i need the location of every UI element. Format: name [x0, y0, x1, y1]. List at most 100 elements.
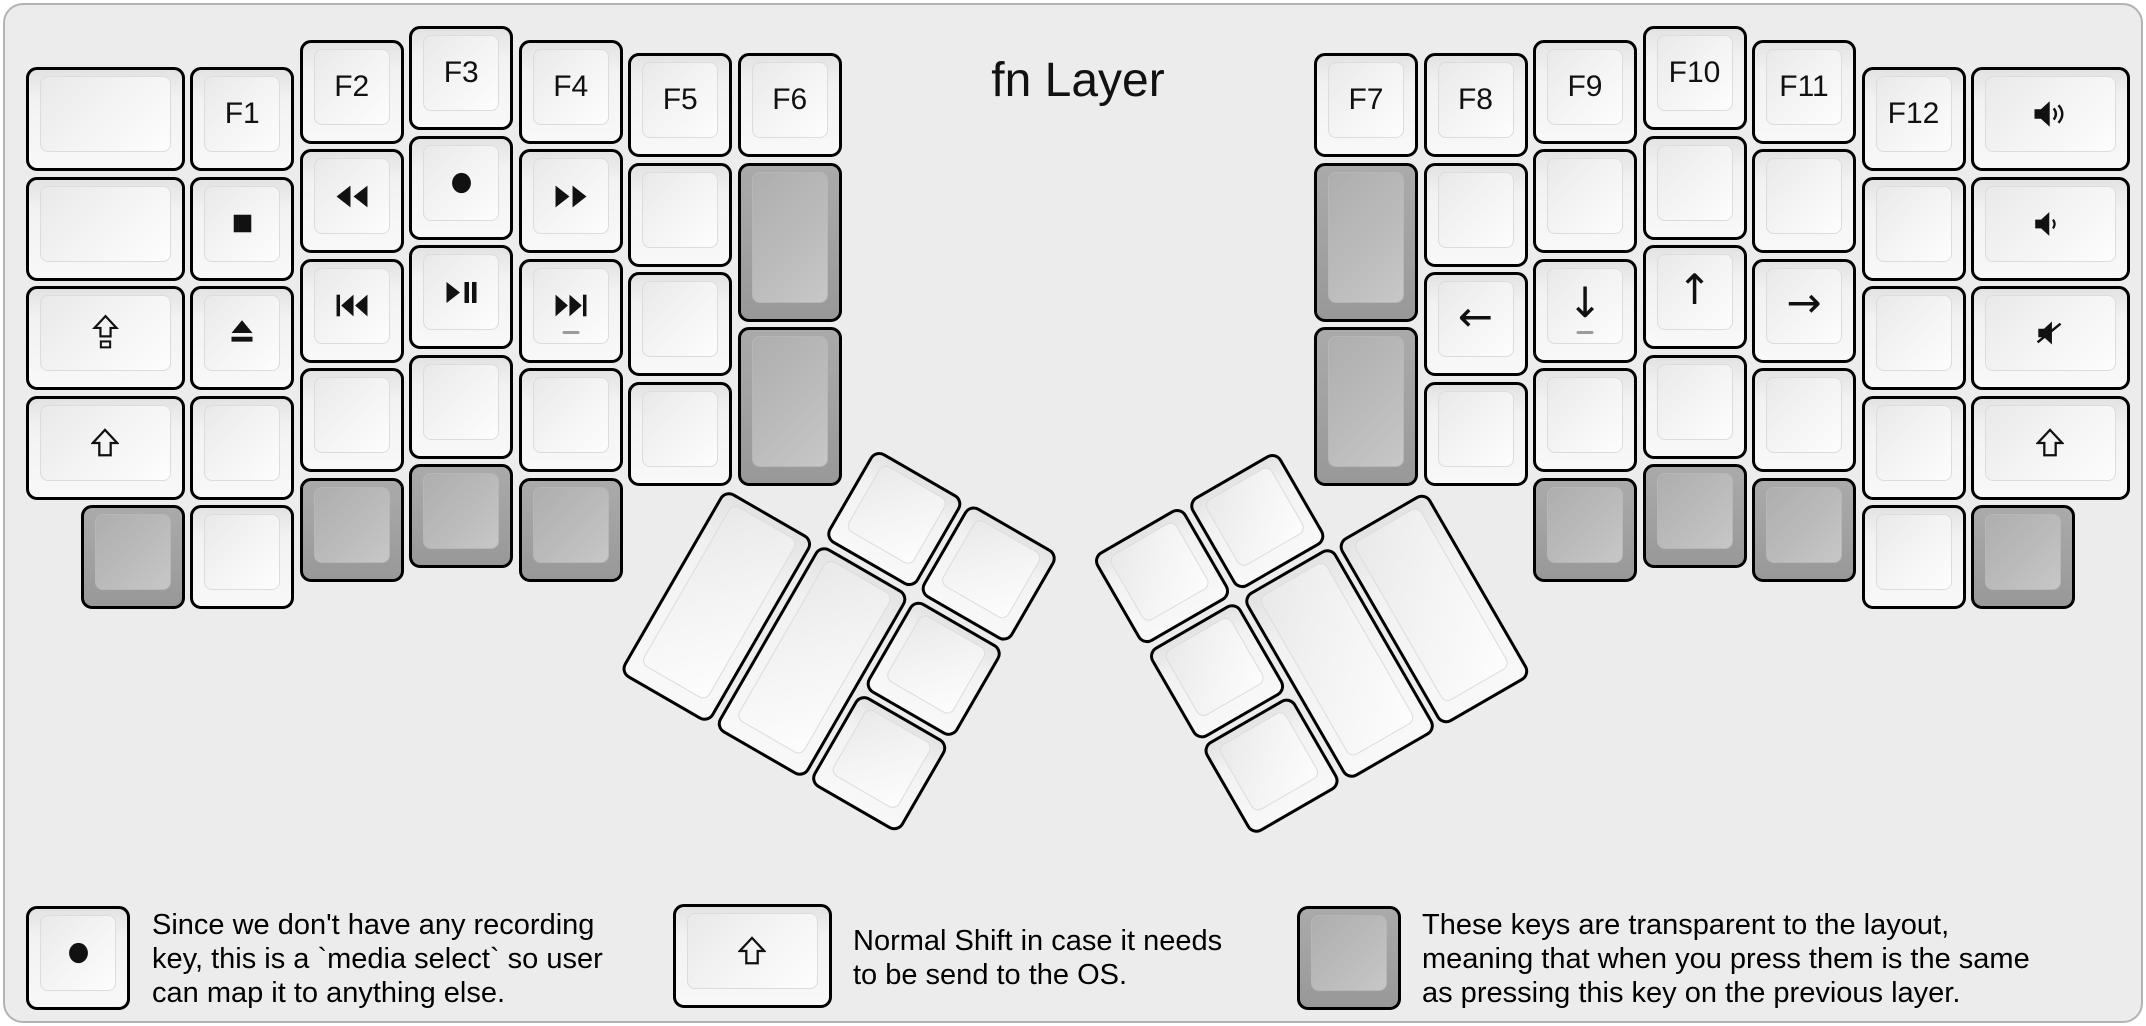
- key-media-record[interactable]: [409, 135, 514, 240]
- key-media-fast-forward[interactable]: [518, 149, 623, 254]
- key-blank[interactable]: [299, 368, 404, 473]
- record-icon: [68, 942, 88, 964]
- key-transparent[interactable]: [737, 162, 842, 322]
- key-blank[interactable]: [26, 67, 185, 172]
- legend-shift-text: Normal Shift in case it needs to be send…: [853, 925, 1223, 991]
- key-label: F4: [553, 69, 589, 103]
- key-blank[interactable]: [1752, 149, 1856, 254]
- record-icon: [451, 172, 471, 193]
- key-blank[interactable]: [1642, 135, 1747, 240]
- layer-title: fn Layer: [991, 54, 1165, 107]
- key-transparent[interactable]: [80, 505, 185, 610]
- key-blank[interactable]: [518, 368, 623, 473]
- key-label: ↑: [1676, 264, 1713, 314]
- key-blank[interactable]: [190, 505, 295, 610]
- key-transparent[interactable]: [1971, 505, 2075, 610]
- key-mute[interactable]: [1971, 286, 2130, 391]
- key-f6[interactable]: F6: [737, 53, 842, 158]
- volume-up-icon: [2034, 101, 2064, 127]
- key-volume-down[interactable]: [1971, 176, 2130, 281]
- key-transparent[interactable]: [1314, 162, 1418, 322]
- key-media-rewind[interactable]: [299, 149, 404, 254]
- key-label: F2: [334, 69, 370, 103]
- homing-dash: [1576, 330, 1594, 334]
- key-transparent[interactable]: [518, 477, 623, 582]
- fast-forward-icon: [555, 185, 587, 208]
- key-blank[interactable]: [1533, 149, 1637, 254]
- key-blank[interactable]: [628, 272, 733, 377]
- key-f12[interactable]: F12: [1861, 67, 1966, 172]
- key-shift[interactable]: [1971, 395, 2130, 500]
- key-transparent[interactable]: [1752, 477, 1856, 582]
- key-label: F3: [443, 56, 479, 89]
- key-label: F6: [772, 83, 808, 117]
- key-arrow-right[interactable]: →: [1752, 258, 1856, 363]
- key-blank[interactable]: [26, 176, 185, 281]
- key-f1[interactable]: F1: [190, 67, 295, 172]
- key-label: ↓: [1567, 278, 1603, 328]
- key-media-next-track[interactable]: [518, 258, 623, 363]
- key-transparent[interactable]: [409, 464, 514, 568]
- key-transparent-sample: [1297, 906, 1401, 1010]
- legend-media-select-text: Since we don't have any recording key, t…: [152, 909, 603, 1009]
- key-transparent[interactable]: [1642, 464, 1747, 568]
- key-arrow-left[interactable]: ←: [1423, 272, 1528, 377]
- key-f7[interactable]: F7: [1314, 53, 1418, 158]
- key-f5[interactable]: F5: [628, 53, 733, 158]
- key-label: F5: [662, 83, 698, 117]
- key-shift-sample: [673, 904, 832, 1008]
- key-f11[interactable]: F11: [1752, 39, 1856, 144]
- key-shift[interactable]: [26, 395, 185, 500]
- key-label: F10: [1668, 56, 1721, 89]
- key-blank[interactable]: [1752, 368, 1856, 473]
- key-label: F1: [224, 97, 260, 131]
- key-caps-lock[interactable]: [26, 286, 185, 391]
- prev-track-icon: [336, 294, 368, 317]
- key-label: F7: [1348, 83, 1384, 117]
- shift-icon: [738, 936, 767, 965]
- volume-down-icon: [2035, 211, 2057, 236]
- key-f3[interactable]: F3: [409, 26, 514, 130]
- key-label: ←: [1457, 291, 1494, 341]
- key-eject[interactable]: [190, 286, 295, 391]
- key-transparent[interactable]: [1533, 477, 1637, 582]
- key-blank[interactable]: [1423, 162, 1528, 267]
- key-f2[interactable]: F2: [299, 39, 404, 144]
- key-media-prev-track[interactable]: [299, 258, 404, 363]
- next-track-icon: [555, 294, 587, 317]
- caps-lock-icon: [91, 314, 119, 349]
- key-blank[interactable]: [409, 354, 514, 459]
- key-blank[interactable]: [1861, 505, 1966, 610]
- key-blank[interactable]: [1861, 286, 1966, 391]
- homing-dash: [562, 330, 580, 334]
- legend-transparent-text: These keys are transparent to the layout…: [1422, 909, 2030, 1009]
- key-blank[interactable]: [628, 381, 733, 486]
- shift-icon: [91, 427, 120, 456]
- key-arrow-up[interactable]: ↑: [1642, 245, 1747, 349]
- key-f8[interactable]: F8: [1423, 53, 1528, 158]
- rewind-icon: [336, 185, 368, 208]
- key-media-stop[interactable]: [190, 176, 295, 281]
- shift-icon: [2036, 427, 2065, 456]
- key-volume-up[interactable]: [1971, 67, 2130, 172]
- key-blank[interactable]: [628, 162, 733, 267]
- key-blank[interactable]: [1423, 381, 1528, 486]
- key-f10[interactable]: F10: [1642, 26, 1747, 130]
- eject-icon: [231, 320, 253, 342]
- key-label: F9: [1567, 69, 1603, 103]
- key-label: →: [1786, 278, 1822, 328]
- key-transparent[interactable]: [299, 477, 404, 582]
- key-blank[interactable]: [1642, 354, 1747, 459]
- key-f9[interactable]: F9: [1533, 39, 1637, 144]
- key-blank[interactable]: [1861, 395, 1966, 500]
- key-f4[interactable]: F4: [518, 39, 623, 144]
- key-media-select-sample: [26, 906, 130, 1010]
- key-transparent[interactable]: [737, 327, 842, 486]
- key-blank[interactable]: [1533, 368, 1637, 473]
- key-blank[interactable]: [1861, 176, 1966, 281]
- key-arrow-down[interactable]: ↓: [1533, 258, 1637, 363]
- key-blank[interactable]: [190, 395, 295, 500]
- keyboard-diagram-frame: fn Layer F1 F2 F3 F4 F5 F6 F7 F8 ← F9 ↓ F10 ↑ F11 → F12…: [3, 3, 2143, 1023]
- key-transparent[interactable]: [1314, 327, 1418, 486]
- key-media-play-pause[interactable]: [409, 245, 514, 349]
